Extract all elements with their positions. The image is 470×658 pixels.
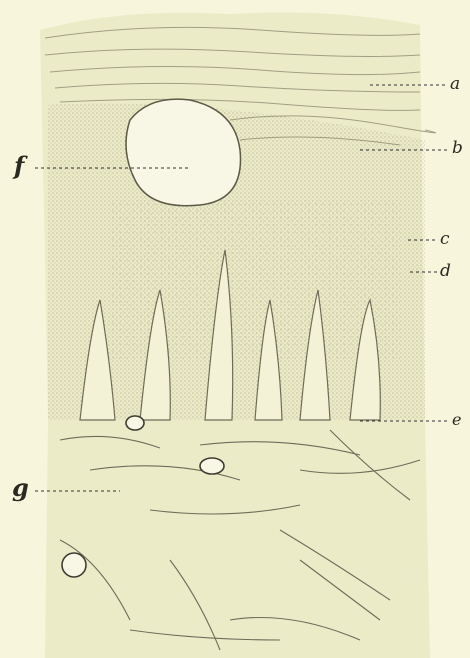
label-b: b [452, 140, 463, 157]
gland-cavity [126, 99, 241, 206]
label-e: e [452, 412, 461, 428]
label-a: a [450, 76, 460, 93]
label-c: c [440, 231, 450, 248]
label-d: d [440, 263, 451, 280]
label-f: f [14, 154, 24, 178]
label-g: g [12, 476, 29, 500]
